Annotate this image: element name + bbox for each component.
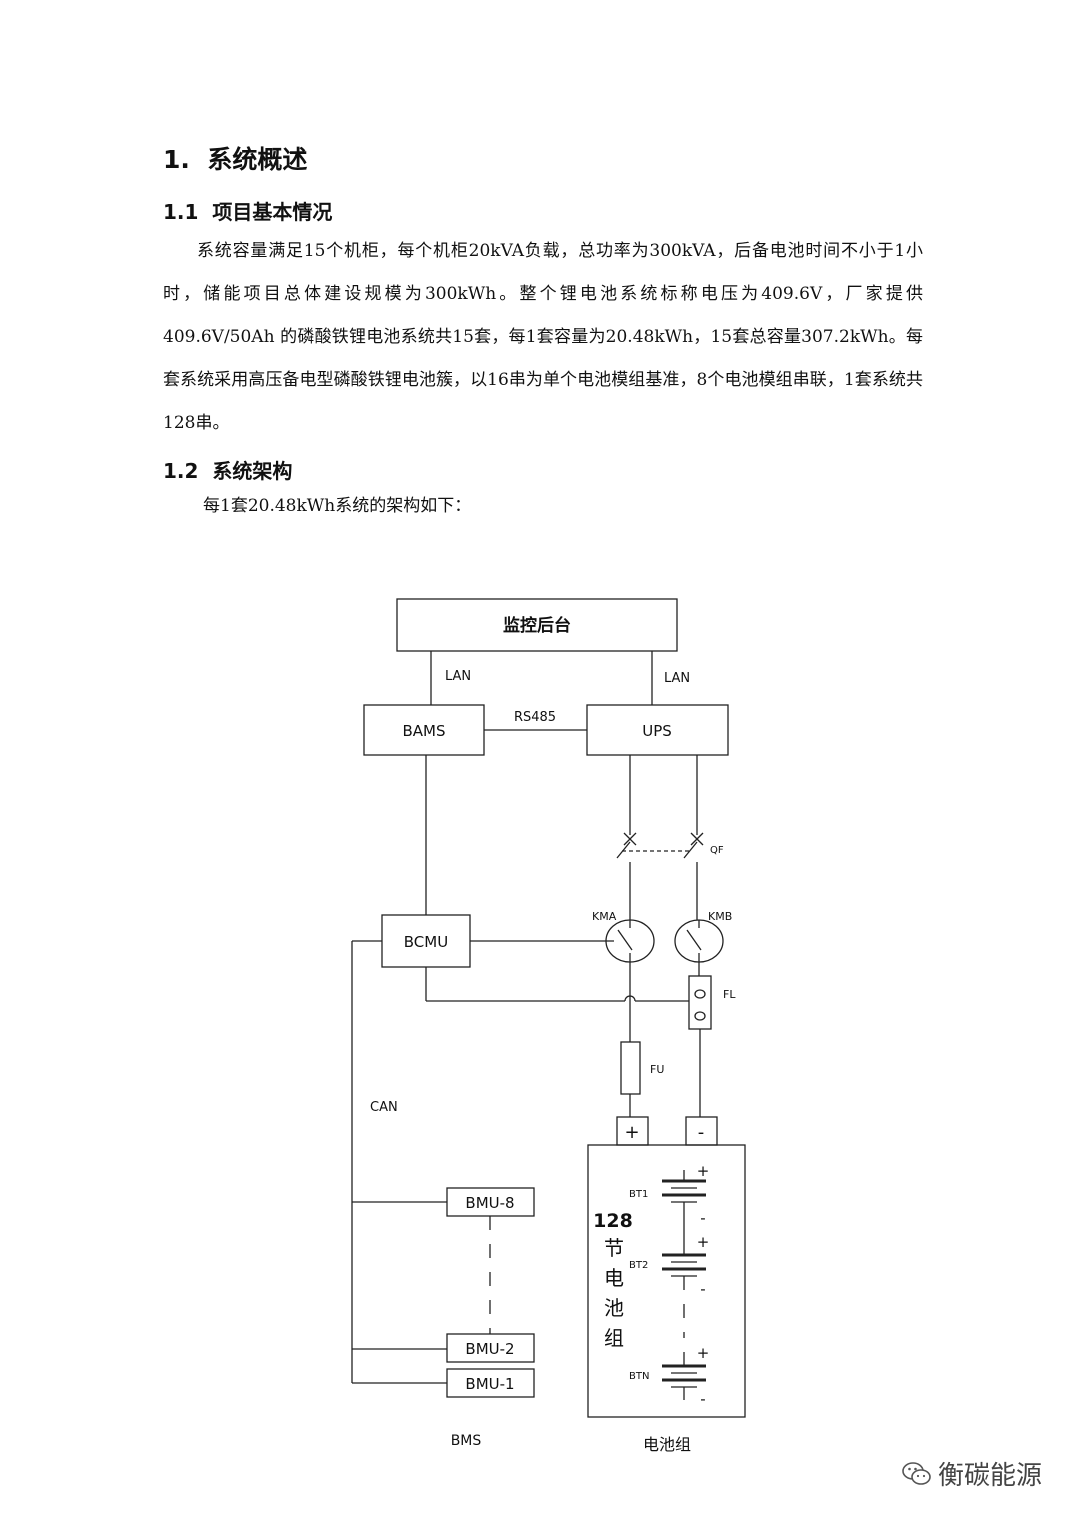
btn-plus: + <box>697 1344 710 1362</box>
fuse-fl <box>688 975 712 1030</box>
diagram-intro: 每1套20.48kWh系统的架构如下： <box>203 496 472 516</box>
plus-terminal-label: + <box>624 1122 639 1143</box>
minus-terminal-label: - <box>698 1122 705 1143</box>
bams-label: BAMS <box>402 722 445 740</box>
bt1-label: BT1 <box>629 1189 648 1200</box>
bmu2-label: BMU-2 <box>465 1340 514 1358</box>
cells-char-3: 池 <box>604 1296 624 1320</box>
bmu1-label: BMU-1 <box>465 1375 514 1393</box>
battery-group-caption: 电池组 <box>643 1435 691 1454</box>
fuse-fu <box>620 1041 641 1095</box>
cells-char-4: 组 <box>604 1326 624 1350</box>
lan-right-label: LAN <box>664 671 690 686</box>
battery-group-box <box>587 1144 746 1418</box>
cells-char-1: 节 <box>604 1236 624 1260</box>
project-paragraph: 系统容量满足15个机柜，每个机柜20kVA负载，总功率为300kVA，后备电池时… <box>163 241 923 433</box>
fl-label: FL <box>723 988 736 1001</box>
bt2-label: BT2 <box>629 1260 648 1271</box>
bcmu-label: BCMU <box>404 933 448 951</box>
kma-label: KMA <box>592 910 617 923</box>
subsection-heading-1: 1.1 项目基本情况 <box>163 200 333 224</box>
qf-label: QF <box>710 845 724 856</box>
minus-terminal-box <box>685 1116 718 1146</box>
bmu8-label: BMU-8 <box>465 1194 514 1212</box>
cells-count: 128 <box>593 1210 633 1232</box>
can-label: CAN <box>370 1100 398 1115</box>
btn-label: BTN <box>629 1371 649 1382</box>
bt2-minus: - <box>700 1280 705 1298</box>
cells-char-2: 电 <box>604 1266 624 1290</box>
bt1-plus: + <box>697 1162 710 1180</box>
kmb-label: KMB <box>708 910 732 923</box>
bt2-plus: + <box>697 1233 710 1251</box>
watermark: 衡碳能源 <box>902 1455 1042 1492</box>
btn-minus: - <box>700 1390 705 1408</box>
lan-left-label: LAN <box>445 669 471 684</box>
ups-label: UPS <box>642 722 672 740</box>
section-heading: 1. 系统概述 <box>163 145 308 174</box>
plus-terminal-box <box>616 1116 649 1146</box>
bms-label: BMS <box>451 1433 482 1449</box>
watermark-text: 衡碳能源 <box>938 1461 1043 1491</box>
wechat-icon <box>902 1461 931 1485</box>
monitor-label: 监控后台 <box>503 615 571 636</box>
rs485-label: RS485 <box>514 710 556 725</box>
bt1-minus: - <box>700 1209 705 1227</box>
subsection-heading-2: 1.2 系统架构 <box>163 459 293 483</box>
monitor-box <box>396 598 678 652</box>
fu-label: FU <box>650 1063 664 1076</box>
